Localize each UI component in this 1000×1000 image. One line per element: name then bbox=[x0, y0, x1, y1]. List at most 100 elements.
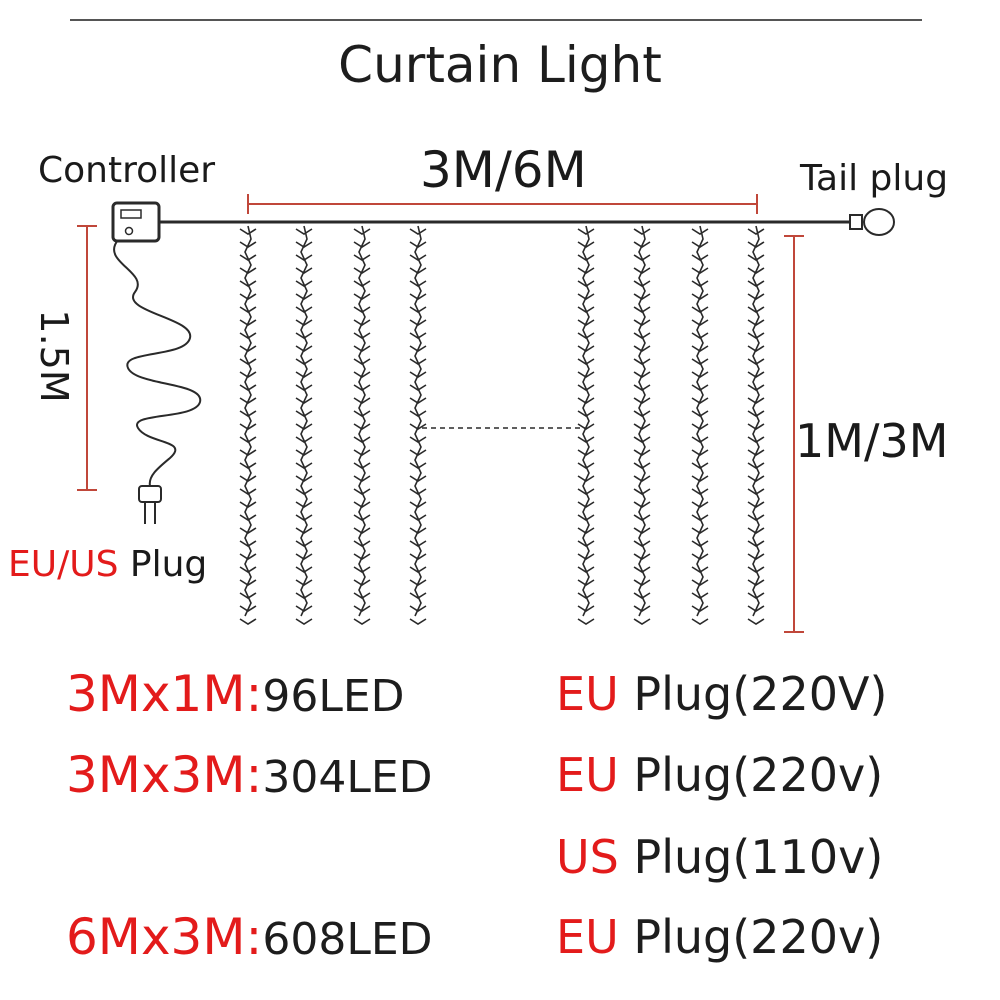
led-strand bbox=[691, 225, 709, 625]
led-bulb bbox=[295, 358, 313, 365]
page-title: Curtain Light bbox=[338, 36, 662, 94]
led-bulb bbox=[409, 475, 427, 482]
led-bulb bbox=[353, 618, 371, 625]
led-bulb bbox=[239, 254, 257, 261]
led-bulb bbox=[295, 475, 313, 482]
led-bulb bbox=[353, 371, 371, 378]
spec-plug-region: EU bbox=[556, 748, 619, 802]
led-bulb bbox=[353, 267, 371, 274]
led-bulb bbox=[353, 540, 371, 547]
led-bulb bbox=[633, 345, 651, 352]
led-bulb bbox=[295, 319, 313, 326]
led-bulb bbox=[239, 436, 257, 443]
led-bulb bbox=[747, 579, 765, 586]
led-bulb bbox=[691, 501, 709, 508]
led-bulb bbox=[239, 527, 257, 534]
led-bulb bbox=[295, 306, 313, 313]
led-bulb bbox=[295, 527, 313, 534]
led-bulb bbox=[691, 410, 709, 417]
led-bulb bbox=[577, 501, 595, 508]
spec-dimensions: 6Mx3M: bbox=[66, 908, 263, 966]
led-bulb bbox=[747, 228, 765, 235]
led-bulb bbox=[691, 267, 709, 274]
led-bulb bbox=[747, 605, 765, 612]
led-bulb bbox=[747, 319, 765, 326]
led-bulb bbox=[633, 397, 651, 404]
led-bulb bbox=[747, 254, 765, 261]
led-bulb bbox=[633, 280, 651, 287]
plug-word-label: Plug bbox=[129, 544, 208, 585]
cable-length-dimension-line bbox=[77, 225, 97, 491]
led-bulb bbox=[577, 553, 595, 560]
led-bulb bbox=[633, 319, 651, 326]
led-bulb bbox=[747, 410, 765, 417]
led-bulb bbox=[409, 501, 427, 508]
led-bulb bbox=[409, 410, 427, 417]
led-bulb bbox=[409, 319, 427, 326]
led-bulb bbox=[409, 449, 427, 456]
led-bulb bbox=[353, 423, 371, 430]
led-bulb bbox=[295, 423, 313, 430]
led-bulb bbox=[295, 241, 313, 248]
led-bulb bbox=[747, 397, 765, 404]
led-bulb bbox=[239, 228, 257, 235]
led-bulb bbox=[577, 332, 595, 339]
led-bulb bbox=[577, 488, 595, 495]
led-bulb bbox=[691, 241, 709, 248]
led-bulb bbox=[409, 371, 427, 378]
led-bulb bbox=[633, 306, 651, 313]
spec-plug-type: Plug(110v) bbox=[633, 830, 884, 884]
led-bulb bbox=[747, 241, 765, 248]
led-bulb bbox=[577, 462, 595, 469]
led-bulb bbox=[747, 436, 765, 443]
led-bulb bbox=[239, 241, 257, 248]
led-bulb bbox=[577, 397, 595, 404]
spec-row: 3Mx1M:96LED EU Plug(220V) bbox=[0, 663, 1000, 733]
led-bulb bbox=[691, 228, 709, 235]
led-bulb bbox=[633, 566, 651, 573]
led-bulb bbox=[633, 553, 651, 560]
led-strand bbox=[409, 225, 427, 625]
width-dimension-line bbox=[247, 194, 758, 214]
led-bulb bbox=[409, 618, 427, 625]
led-bulb bbox=[633, 267, 651, 274]
wall-plug-icon bbox=[138, 485, 162, 524]
led-bulb bbox=[633, 527, 651, 534]
led-bulb bbox=[577, 566, 595, 573]
led-bulb bbox=[577, 280, 595, 287]
led-bulb bbox=[577, 579, 595, 586]
spec-led-count: 96LED bbox=[262, 671, 405, 722]
led-bulb bbox=[295, 501, 313, 508]
led-bulb bbox=[747, 527, 765, 534]
led-bulb bbox=[295, 293, 313, 300]
led-bulb bbox=[353, 475, 371, 482]
led-bulb bbox=[353, 345, 371, 352]
led-bulb bbox=[353, 254, 371, 261]
led-bulb bbox=[295, 254, 313, 261]
spec-led-count: 608LED bbox=[262, 914, 433, 965]
led-bulb bbox=[295, 514, 313, 521]
led-strand bbox=[295, 225, 313, 625]
led-bulb bbox=[691, 254, 709, 261]
height-label: 1M/3M bbox=[795, 414, 949, 468]
tail-plug-icon bbox=[849, 208, 895, 236]
led-bulb bbox=[577, 423, 595, 430]
led-bulb bbox=[577, 267, 595, 274]
led-bulb bbox=[239, 592, 257, 599]
led-bulb bbox=[577, 306, 595, 313]
controller-icon bbox=[111, 201, 161, 243]
spec-row: US Plug(110v) bbox=[0, 826, 1000, 896]
led-bulb bbox=[577, 254, 595, 261]
led-bulb bbox=[353, 566, 371, 573]
led-bulb bbox=[353, 436, 371, 443]
tail-plug-label: Tail plug bbox=[800, 158, 949, 199]
led-bulb bbox=[691, 592, 709, 599]
led-bulb bbox=[691, 293, 709, 300]
led-bulb bbox=[239, 345, 257, 352]
led-bulb bbox=[295, 332, 313, 339]
led-bulb bbox=[239, 397, 257, 404]
led-bulb bbox=[747, 423, 765, 430]
led-bulb bbox=[295, 397, 313, 404]
plug-label: EU/US Plug bbox=[8, 547, 207, 583]
led-bulb bbox=[295, 592, 313, 599]
